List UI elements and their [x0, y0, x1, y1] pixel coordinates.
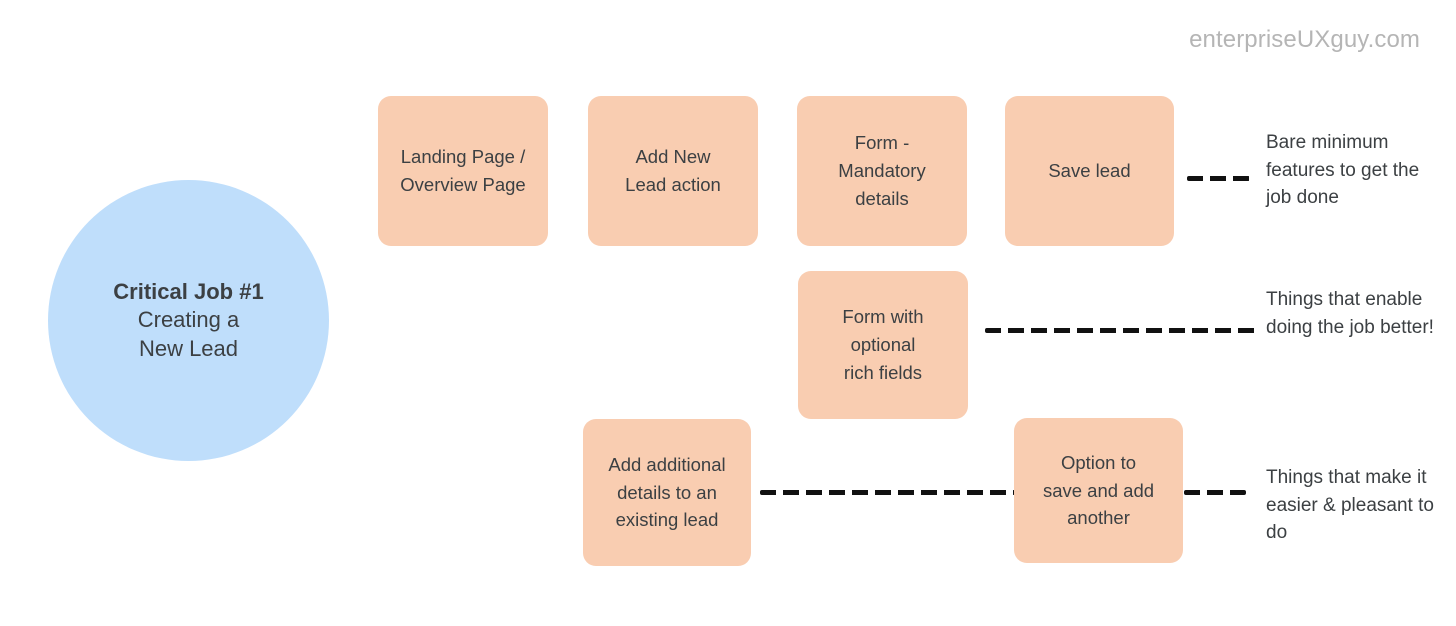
- dashed-connector-row3-right: [1184, 490, 1246, 495]
- dashed-connector-row1: [1187, 176, 1250, 181]
- annotation-delighters: Things that make it easier & pleasant to…: [1266, 467, 1434, 544]
- critical-job-circle: Critical Job #1 Creating a New Lead: [48, 180, 329, 461]
- critical-job-title: Critical Job #1: [113, 279, 264, 305]
- process-box-save-lead[interactable]: Save lead: [1005, 96, 1174, 246]
- watermark-label: enterpriseUXguy.com: [1189, 26, 1420, 53]
- critical-job-subtitle-line1: Creating a: [137, 307, 240, 333]
- process-box-landing-page[interactable]: Landing Page /Overview Page: [378, 96, 548, 246]
- dashed-connector-row3-middle: [760, 490, 1015, 495]
- annotation-enablers: Things that enable doing the job better!: [1266, 289, 1434, 338]
- annotation-bare-minimum: Bare minimum features to get the job don…: [1266, 132, 1420, 209]
- dashed-connector-row2: [985, 328, 1256, 333]
- critical-job-subtitle-line2: New Lead: [138, 335, 239, 361]
